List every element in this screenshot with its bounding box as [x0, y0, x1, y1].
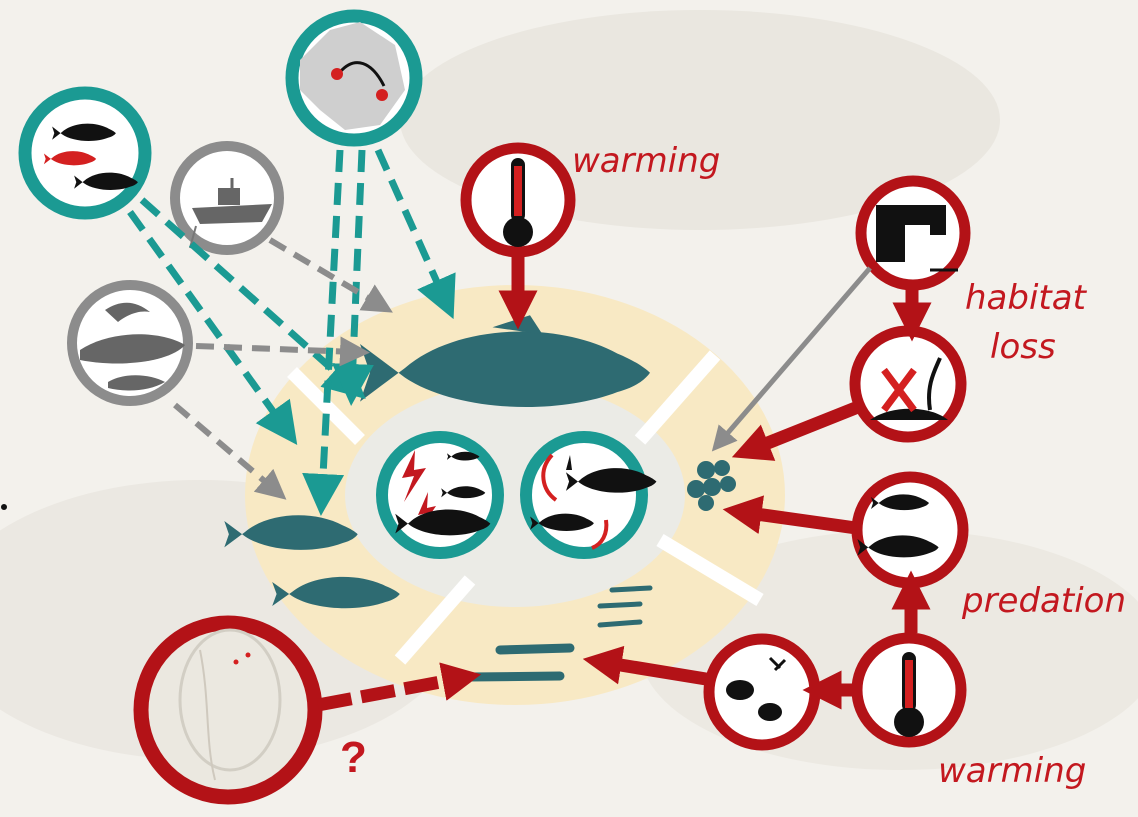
label-question: ?	[340, 733, 367, 782]
fish-species-icon	[25, 93, 145, 213]
label-habitat: habitat	[965, 278, 1088, 318]
thermometer-icon	[857, 638, 961, 742]
label-loss: loss	[990, 327, 1056, 367]
map-migration-icon	[292, 16, 416, 140]
seaweed-loss-icon	[855, 331, 961, 437]
zooplankton-icon	[709, 639, 815, 745]
effluent-pipe-icon	[861, 181, 965, 285]
thermometer-icon	[466, 148, 570, 252]
label-warming-bottom: warming	[938, 751, 1086, 791]
lightning-fish-icon	[382, 437, 498, 553]
edge-dot	[1, 504, 7, 510]
label-predation: predation	[961, 581, 1126, 621]
bird-seal-predator-icon	[72, 285, 188, 401]
fishing-vessel-icon	[175, 146, 279, 250]
label-warming-top: warming	[572, 141, 720, 181]
predatory-fish-icon	[857, 477, 963, 583]
jellyfish-photo-icon	[141, 623, 315, 797]
